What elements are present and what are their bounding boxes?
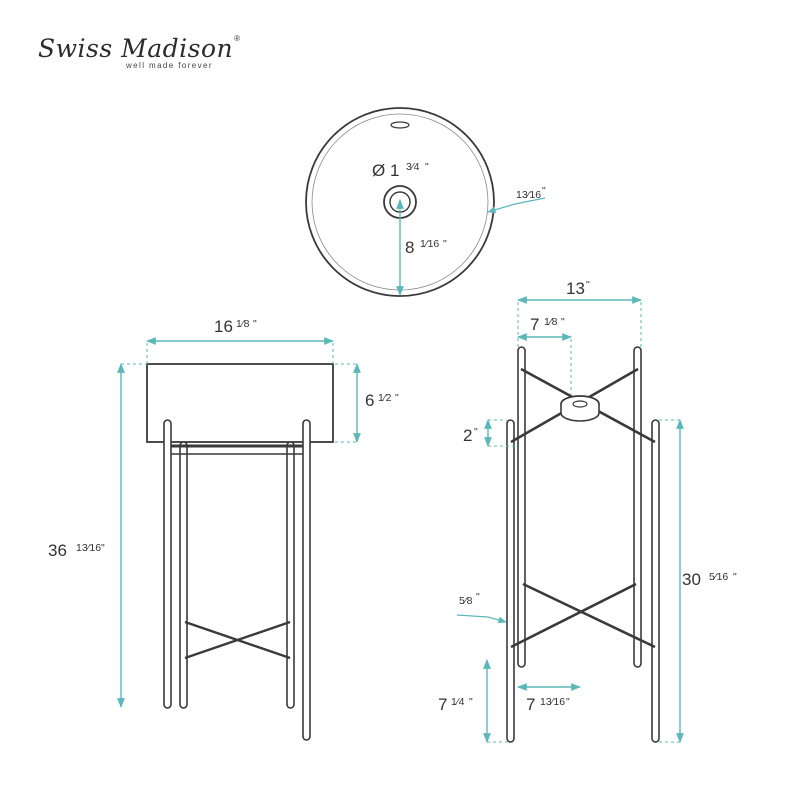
drain-ring-hole (572, 400, 588, 408)
rim-frac: 13⁄16 (516, 189, 541, 201)
side-leg-left-front (163, 419, 172, 709)
ring-offset-mark: " (474, 426, 478, 438)
bottom-height-whole: 7 (438, 695, 447, 714)
basin-side (146, 363, 334, 443)
center-depth-mark: " (443, 238, 447, 250)
total-height-mark: " (101, 542, 105, 554)
leg-dia-frac: 5⁄8 (459, 595, 473, 607)
side-width-whole: 16 (214, 317, 233, 336)
brand-name: Swiss Madison (38, 34, 234, 63)
center-depth-frac: 1⁄16 (420, 238, 439, 250)
basin-height-frac: 1⁄2 (378, 392, 392, 404)
bottom-height-frac: 1⁄4 (451, 696, 465, 708)
ring-offset-whole: 2 (463, 426, 472, 445)
side-width-frac: 1⁄8 (236, 318, 250, 330)
stand-width-whole: 13 (566, 279, 585, 298)
stand-leg-front-right (651, 419, 660, 743)
drain-ring-side (560, 404, 600, 422)
basin-outer-rim (305, 107, 495, 297)
side-leg-right-front (302, 419, 311, 741)
stand-bottom-brace-b (510, 582, 637, 649)
drain-dia-whole: Ø 1 (372, 161, 399, 180)
stand-leg-back-left (517, 346, 526, 668)
top-view: Ø 1 3⁄4 " 13⁄16 " 8 1⁄16 " (305, 107, 546, 297)
drain-dia-mark: " (425, 161, 429, 173)
registered-mark: ® (234, 34, 241, 43)
rim-mark: " (542, 185, 546, 197)
stand-bottom-brace-a (522, 582, 656, 649)
side-leg-right-back (286, 441, 295, 709)
stand-height-mark: " (733, 571, 737, 583)
bottom-height-mark: " (469, 696, 473, 708)
leg-dia-mark: " (476, 591, 480, 603)
total-height-whole: 36 (48, 541, 67, 560)
half-width-whole: 7 (530, 315, 539, 334)
basin-height-mark: " (395, 392, 399, 404)
half-width-frac: 1⁄8 (544, 316, 558, 328)
overflow-hole (390, 121, 410, 129)
brand-logo: Swiss Madison® well made forever (38, 34, 241, 70)
stand-height-frac: 5⁄16 (709, 571, 728, 583)
side-leg-left-back (179, 441, 188, 709)
side-cross-brace-b (184, 620, 291, 660)
stand-width-mark: " (586, 279, 590, 291)
bottom-width-whole: 7 (526, 695, 535, 714)
total-height-frac: 13⁄16 (76, 542, 101, 554)
stand-leg-front-left (506, 419, 515, 743)
leg-dia-leader (456, 614, 507, 624)
bottom-width-mark: " (566, 696, 570, 708)
side-width-mark: " (253, 318, 257, 330)
bottom-width-frac: 13⁄16 (540, 696, 565, 708)
side-view: 16 1⁄8 " 6 1⁄2 " 36 13⁄16 " (48, 317, 399, 741)
drain-dia-frac: 3⁄4 (406, 161, 420, 173)
half-width-mark: " (561, 316, 565, 328)
rim-leader (487, 197, 546, 214)
stand-leg-back-right (633, 346, 642, 668)
center-depth-whole: 8 (405, 238, 414, 257)
stand-view: 13 " 7 1⁄8 " 2 " 5⁄8 " 30 5⁄16 " 7 1⁄4 "… (438, 279, 737, 743)
brand-tagline: well made forever (126, 61, 213, 70)
stand-height-whole: 30 (682, 570, 701, 589)
basin-height-whole: 6 (365, 391, 374, 410)
